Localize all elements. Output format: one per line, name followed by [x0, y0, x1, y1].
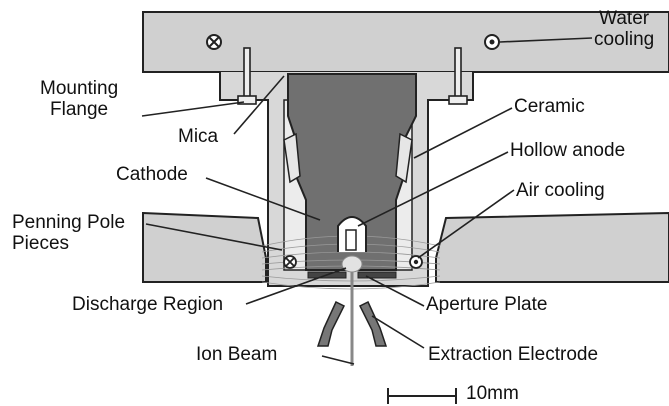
label-mounting-flange-line1: Mounting — [40, 78, 119, 99]
label-mounting-flange: Mounting Flange — [40, 78, 118, 121]
anode-slot — [345, 229, 357, 251]
scale-bar — [387, 388, 457, 404]
penning-pole-left — [142, 211, 267, 283]
leader-hollow-anode — [357, 151, 509, 227]
bolt-left — [237, 47, 257, 105]
leader-ceramic — [413, 107, 513, 159]
label-penning-line1: Penning Pole — [12, 212, 126, 233]
leader-extraction — [371, 315, 425, 349]
label-water-cooling-line2: cooling — [594, 29, 655, 51]
air-cooling-dot-right — [409, 255, 423, 269]
leader-discharge — [245, 267, 347, 305]
leader-penning — [145, 223, 283, 251]
leader-water-cooling — [499, 37, 593, 43]
label-mounting-flange-line2: Flange — [50, 99, 109, 121]
label-hollow-anode: Hollow anode — [510, 140, 626, 161]
water-cooling-dot — [484, 34, 500, 50]
label-ceramic: Ceramic — [514, 96, 585, 117]
ceramic-left — [283, 132, 301, 184]
label-water-cooling-line1: Water — [599, 8, 650, 29]
mounting-flange — [142, 11, 669, 73]
label-mica: Mica — [178, 126, 219, 147]
air-cooling-crosssymbol-left — [283, 255, 297, 269]
leader-mica — [233, 75, 285, 135]
label-water-cooling: Water cooling — [594, 8, 654, 51]
leader-mounting-flange — [141, 101, 245, 117]
label-scale-bar: 10mm — [466, 383, 519, 404]
extraction-electrode-right — [358, 300, 388, 347]
ceramic-right — [395, 132, 413, 184]
leader-ion-beam — [321, 355, 355, 365]
label-discharge-region: Discharge Region — [72, 294, 224, 315]
aperture-plate-right — [357, 271, 397, 279]
leader-aperture — [365, 275, 425, 307]
label-air-cooling: Air cooling — [516, 180, 605, 201]
leader-lines — [141, 37, 593, 365]
label-penning-line2: Pieces — [12, 233, 70, 255]
penning-pole-right — [435, 211, 669, 283]
extraction-electrode-left — [316, 300, 346, 347]
label-extraction-electrode: Extraction Electrode — [428, 344, 599, 365]
discharge-plasma — [341, 255, 363, 273]
bolt-right — [448, 47, 468, 105]
water-cooling-crosssymbol — [206, 34, 222, 50]
leader-air-cooling — [417, 189, 515, 259]
leader-cathode — [205, 177, 321, 221]
label-aperture-plate: Aperture Plate — [426, 294, 548, 315]
label-ion-beam: Ion Beam — [196, 344, 278, 365]
label-penning-pole-pieces: Penning Pole Pieces — [12, 212, 125, 255]
label-cathode: Cathode — [116, 164, 188, 185]
